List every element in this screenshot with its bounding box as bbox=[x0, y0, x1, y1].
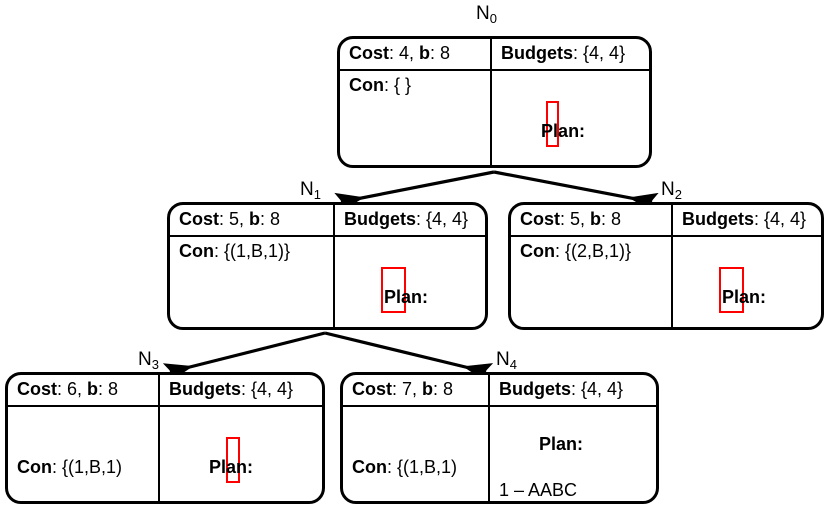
node-card-n2[interactable]: Cost: 5, b: 8 Budgets: {4, 4} Con: {(2,B… bbox=[508, 202, 824, 330]
node-n3-con-cell: Con: {(1,B,1) (1,AB,1)} bbox=[8, 407, 160, 501]
node-n3-budgets-cell: Budgets: {4, 4} bbox=[169, 379, 294, 399]
node-n4-plan-label: Plan: bbox=[539, 434, 584, 454]
node-n2-plan-label: Plan: bbox=[721, 287, 766, 307]
node-n1-plan-cell: Plan: 1 – AABC 2 – CBA bbox=[335, 237, 485, 327]
node-n4-plan-line-1: 1 – AABC bbox=[499, 480, 578, 500]
node-n0-row-summary: Cost: 4, b: 8 Budgets: {4, 4} bbox=[340, 39, 649, 71]
node-n2-cost-cell: Cost: 5, b: 8 bbox=[511, 205, 673, 235]
node-n4-cost-cell: Cost: 7, b: 8 bbox=[343, 375, 490, 405]
node-label-n2: N2 bbox=[661, 179, 682, 202]
edge-n1-n3 bbox=[162, 331, 326, 384]
node-n0-plan-label: Plan: bbox=[541, 121, 586, 141]
node-n1-cost-cell: Cost: 5, b: 8 bbox=[170, 205, 335, 235]
node-n0-plan-line-1: 1 – ABC bbox=[501, 166, 640, 168]
node-n1-row-summary: Cost: 5, b: 8 Budgets: {4, 4} bbox=[170, 205, 485, 237]
node-n4-plan-cell: Plan: 1 – AABC 2 – CBHBA bbox=[490, 407, 656, 501]
edge-n1-n4 bbox=[324, 331, 494, 384]
node-n3-plan-cell: Plan: 1 – AAABC 2 – CBA bbox=[160, 407, 322, 504]
node-n2-con-cell: Con: {(2,B,1)} bbox=[511, 237, 673, 327]
node-n1-con-cell: Con: {(1,B,1)} bbox=[170, 237, 335, 327]
edge-n0-n1 bbox=[334, 170, 495, 213]
node-n3-cost-cell: Cost: 6, b: 8 bbox=[8, 375, 160, 405]
node-n2-budgets-cell: Budgets: {4, 4} bbox=[681, 209, 807, 229]
node-n1-budgets-cell: Budgets: {4, 4} bbox=[343, 209, 469, 229]
node-n3-row-summary: Cost: 6, b: 8 Budgets: {4, 4} bbox=[8, 375, 322, 407]
node-n4-row-detail: Con: {(1,B,1) (2,BA,1)} Plan: 1 – AABC 2… bbox=[343, 407, 656, 501]
node-n4-budgets-cell: Budgets: {4, 4} bbox=[499, 379, 624, 399]
node-label-n4: N4 bbox=[496, 349, 517, 372]
node-n1-plan-label: Plan: bbox=[383, 287, 428, 307]
node-label-n3: N3 bbox=[138, 349, 159, 372]
node-n0-con-cell: Con: { } bbox=[340, 71, 493, 165]
node-n0-budgets-cell: Budgets: {4, 4} bbox=[501, 43, 626, 63]
node-n3-row-detail: Con: {(1,B,1) (1,AB,1)} Plan: 1 – AAABC … bbox=[8, 407, 322, 504]
node-card-n4[interactable]: Cost: 7, b: 8 Budgets: {4, 4} Con: {(1,B… bbox=[340, 372, 659, 504]
node-card-n0[interactable]: Cost: 4, b: 8 Budgets: {4, 4} Con: { } P… bbox=[337, 36, 652, 168]
node-n2-row-detail: Con: {(2,B,1)} Plan: 1 – ABC 2 – CCBA bbox=[511, 237, 821, 327]
node-n1-row-detail: Con: {(1,B,1)} Plan: 1 – AABC 2 – CBA bbox=[170, 237, 485, 327]
node-n3-plan-label: Plan: bbox=[209, 457, 254, 477]
node-n4-con-cell: Con: {(1,B,1) (2,BA,1)} bbox=[343, 407, 490, 501]
edge-n0-n2 bbox=[493, 170, 659, 213]
node-n2-row-summary: Cost: 5, b: 8 Budgets: {4, 4} bbox=[511, 205, 821, 237]
node-n0-plan-cell: Plan: 1 – ABC 2 – CBA bbox=[492, 71, 649, 168]
node-card-n3[interactable]: Cost: 6, b: 8 Budgets: {4, 4} Con: {(1,B… bbox=[5, 372, 325, 504]
node-n3-plan-line-1: 1 – AAABC bbox=[169, 502, 313, 504]
node-n0-row-detail: Con: { } Plan: 1 – ABC 2 – CBA bbox=[340, 71, 649, 168]
node-n2-plan-cell: Plan: 1 – ABC 2 – CCBA bbox=[673, 237, 821, 327]
node-label-n0: N0 bbox=[476, 3, 497, 26]
node-n4-row-summary: Cost: 7, b: 8 Budgets: {4, 4} bbox=[343, 375, 656, 407]
node-label-n1: N1 bbox=[300, 179, 321, 202]
node-n0-cost-cell: Cost: 4, b: 8 bbox=[340, 39, 493, 69]
node-card-n1[interactable]: Cost: 5, b: 8 Budgets: {4, 4} Con: {(1,B… bbox=[167, 202, 488, 330]
